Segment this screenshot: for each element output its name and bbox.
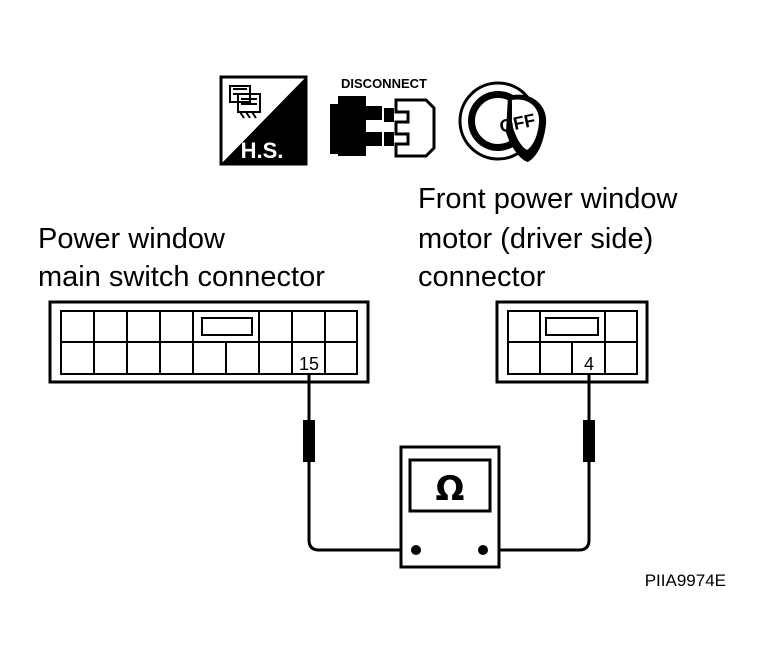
right-connector	[495, 300, 649, 384]
ohmmeter	[399, 445, 501, 569]
hs-label: H.S.	[241, 138, 284, 163]
right-connector-label-line1: Front power window	[418, 183, 679, 215]
right-probe-lead	[483, 374, 595, 552]
left-connector-label-line1: Power window	[38, 223, 226, 255]
left-connector	[48, 300, 370, 384]
ohm-symbol: Ω	[436, 469, 465, 509]
meter-terminal-right	[478, 545, 488, 555]
figure-code: PIIA9974E	[645, 571, 726, 590]
left-terminal-number: 15	[299, 354, 319, 374]
right-connector-label-line3: connector	[418, 261, 546, 293]
disconnect-icon: DISCONNECT	[330, 76, 436, 158]
right-terminal-number: 4	[584, 354, 594, 374]
harness-side-icon: H.S.	[219, 75, 308, 166]
left-connector-label-line2: main switch connector	[38, 261, 325, 293]
meter-terminal-left	[411, 545, 421, 555]
disconnect-label: DISCONNECT	[341, 76, 427, 91]
ignition-off-icon: OFF	[458, 81, 547, 162]
left-probe-lead	[303, 374, 416, 552]
right-connector-label-line2: motor (driver side)	[418, 223, 653, 255]
